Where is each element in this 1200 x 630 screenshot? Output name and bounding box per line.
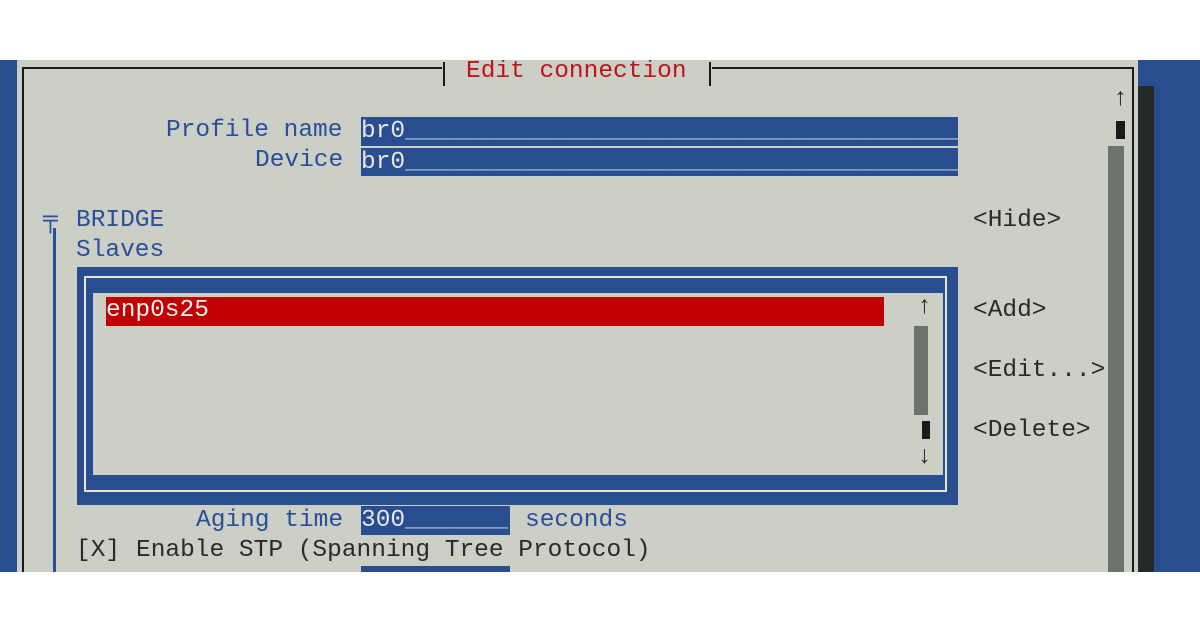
terminal: Edit connection ↑ Profile name br0______… [0,60,1200,572]
profile-name-label: Profile name [166,117,343,144]
scroll-up-icon[interactable]: ↑ [1113,86,1128,113]
delete-slave-button[interactable]: <Delete> [973,417,1091,444]
slave-item-label: enp0s25 [106,297,209,324]
scrollbar-track[interactable] [1108,146,1124,572]
title-bracket-right [709,62,711,86]
scrollbar-thumb[interactable] [1116,121,1125,139]
collapse-tree-icon[interactable]: ╤ [43,207,58,234]
tree-line [53,228,56,572]
dialog-shadow [1138,86,1154,572]
profile-name-input[interactable]: br0_____________________________________… [361,117,958,146]
device-fill: _______________________________________ [405,149,958,176]
slave-item-selected[interactable]: enp0s25 [106,297,884,326]
bridge-section-label: BRIDGE [76,207,165,234]
next-field-partial[interactable] [361,566,510,572]
device-value: br0 [361,149,406,176]
profile-name-value: br0 [361,118,406,145]
aging-time-unit: seconds [525,507,628,534]
add-slave-button[interactable]: <Add> [973,297,1047,324]
edit-connection-dialog: Edit connection ↑ Profile name br0______… [17,60,1138,572]
slaves-label: Slaves [76,237,165,264]
stp-label[interactable]: Enable STP (Spanning Tree Protocol) [136,537,651,564]
dialog-title: Edit connection [466,60,687,85]
list-scrollbar-thumb[interactable] [922,421,930,439]
list-scroll-up-icon[interactable]: ↑ [917,294,932,321]
title-bracket-left [443,62,445,86]
aging-time-input[interactable]: 300_______ [361,506,510,535]
stp-checkbox[interactable]: [X] [76,537,121,564]
hide-button[interactable]: <Hide> [973,207,1062,234]
aging-time-label: Aging time [196,507,344,534]
aging-time-value: 300 [361,507,406,534]
list-scrollbar-track[interactable] [914,326,928,415]
slaves-list[interactable]: enp0s25 ↑ ↓ [93,293,943,475]
list-scroll-down-icon[interactable]: ↓ [917,444,932,471]
aging-time-fill: _______ [405,507,509,534]
title-gap [442,60,712,90]
edit-slave-button[interactable]: <Edit...> [973,357,1106,384]
slaves-list-frame: enp0s25 ↑ ↓ [77,267,958,505]
profile-name-fill: _______________________________________ [405,118,958,145]
device-input[interactable]: br0_____________________________________… [361,148,958,176]
device-label: Device [255,147,344,174]
